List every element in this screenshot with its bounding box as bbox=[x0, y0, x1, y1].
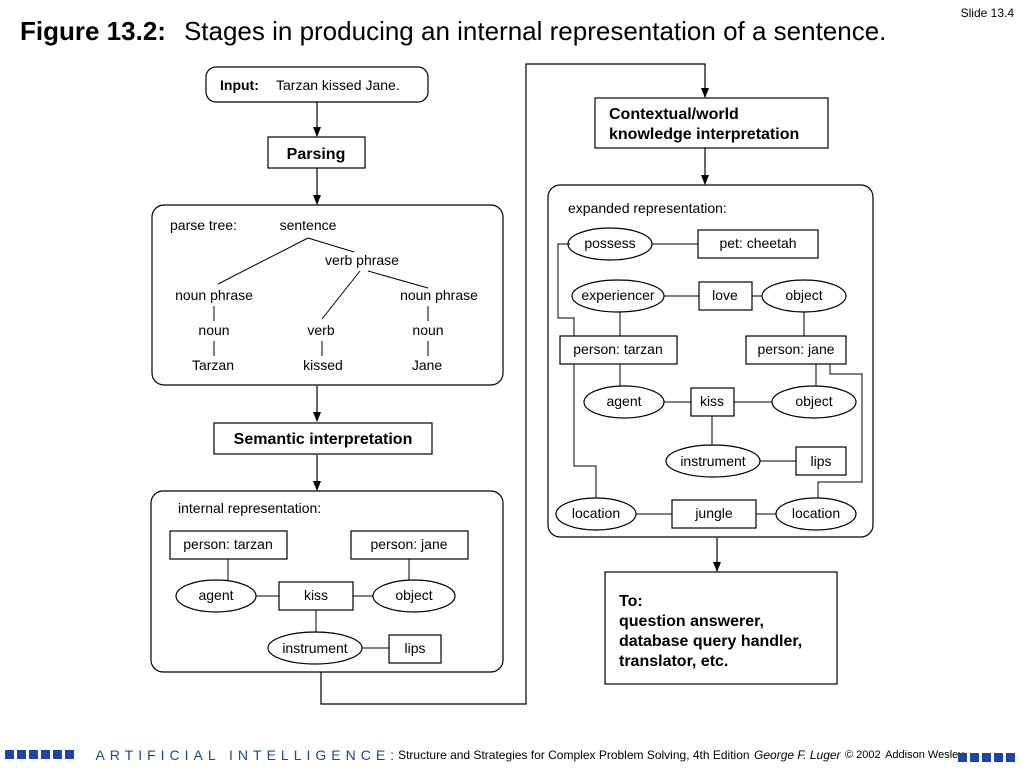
footer-squares-left bbox=[5, 746, 81, 763]
input-label: Input: bbox=[220, 77, 259, 93]
er-object-top: object bbox=[785, 287, 822, 303]
er-love: love bbox=[712, 287, 738, 303]
ir-person-tarzan: person: tarzan bbox=[183, 536, 273, 552]
ir-lips-box bbox=[388, 634, 442, 664]
footer-publisher: Addison Wesley bbox=[885, 748, 964, 761]
footer-ai-title: ARTIFICIAL INTELLIGENCE bbox=[95, 746, 391, 763]
er-jungle: jungle bbox=[694, 505, 733, 521]
pt-noun-phrase-left: noun phrase bbox=[175, 287, 253, 303]
pt-verb: verb bbox=[307, 322, 334, 338]
er-lips: lips bbox=[810, 453, 831, 469]
ir-person-jane: person: jane bbox=[370, 536, 447, 552]
to-box bbox=[604, 571, 838, 685]
to-line-4: translator, etc. bbox=[619, 653, 728, 670]
footer-subtitle: Structure and Strategies for Complex Pro… bbox=[398, 747, 750, 762]
pt-kissed: kissed bbox=[303, 357, 343, 373]
figure-caption: Stages in producing an internal represen… bbox=[183, 16, 887, 46]
semantic-label: Semantic interpretation bbox=[234, 431, 413, 448]
to-line-1: To: bbox=[619, 593, 643, 610]
pt-noun-left: noun bbox=[198, 322, 229, 338]
er-possess: possess bbox=[584, 235, 635, 251]
pt-jane: Jane bbox=[412, 357, 443, 373]
ir-lips: lips bbox=[404, 640, 425, 656]
input-text: Tarzan kissed Jane. bbox=[276, 77, 400, 93]
footer-copyright: © 2002 bbox=[845, 748, 881, 761]
slide-number: Slide 13.4 bbox=[960, 6, 1014, 20]
internal-rep-edges bbox=[227, 559, 410, 649]
er-person-tarzan: person: tarzan bbox=[573, 341, 663, 357]
ir-agent: agent bbox=[198, 587, 233, 603]
internal-heading: internal representation: bbox=[178, 500, 321, 516]
contextual-line2: knowledge interpretation bbox=[609, 126, 799, 143]
internal-rep-panel bbox=[150, 490, 504, 673]
footer-author: George F. Luger bbox=[754, 747, 841, 762]
footer: ARTIFICIAL INTELLIGENCE:Structure and St… bbox=[0, 746, 1024, 766]
pt-noun-right: noun bbox=[412, 322, 443, 338]
parsing-label: Parsing bbox=[287, 146, 346, 163]
ir-instrument: instrument bbox=[282, 640, 347, 656]
pt-noun-phrase-right: noun phrase bbox=[400, 287, 478, 303]
figure-label: Figure 13.2: bbox=[20, 16, 166, 46]
parse-tree-heading: parse tree: bbox=[170, 217, 237, 233]
contextual-line1: Contextual/world bbox=[609, 106, 739, 123]
expanded-rep-edges bbox=[557, 243, 863, 515]
contextual-box bbox=[594, 97, 829, 149]
er-location-left: location bbox=[572, 505, 620, 521]
semantic-box bbox=[213, 422, 433, 455]
er-instrument: instrument bbox=[680, 453, 745, 469]
expanded-rep-panel bbox=[547, 184, 874, 538]
expanded-heading: expanded representation: bbox=[568, 200, 727, 216]
er-agent: agent bbox=[606, 393, 641, 409]
er-person-jane-box bbox=[745, 335, 847, 365]
footer-colon: : bbox=[390, 746, 395, 763]
er-location-right: location bbox=[792, 505, 840, 521]
to-line-3: database query handler, bbox=[619, 633, 802, 650]
pt-tarzan: Tarzan bbox=[192, 357, 234, 373]
ir-kiss: kiss bbox=[304, 587, 328, 603]
er-experiencer: experiencer bbox=[581, 287, 654, 303]
parse-tree-panel bbox=[151, 204, 504, 386]
er-person-jane: person: jane bbox=[757, 341, 834, 357]
connector-left-right bbox=[320, 63, 709, 705]
ir-object: object bbox=[395, 587, 432, 603]
er-kiss: kiss bbox=[700, 393, 724, 409]
to-line-2: question answerer, bbox=[619, 613, 764, 630]
page-title: Figure 13.2: Stages in producing an inter… bbox=[20, 16, 886, 47]
pt-sentence: sentence bbox=[280, 217, 337, 233]
pt-verb-phrase: verb phrase bbox=[325, 252, 399, 268]
footer-squares-right bbox=[958, 749, 1018, 767]
er-pet-cheetah: pet: cheetah bbox=[719, 235, 796, 251]
pipeline-diagram: Input: Tarzan kissed Jane. Parsing parse… bbox=[150, 63, 874, 705]
er-person-tarzan-box bbox=[559, 335, 678, 365]
parse-tree-edges bbox=[213, 237, 429, 356]
er-object-mid: object bbox=[795, 393, 832, 409]
